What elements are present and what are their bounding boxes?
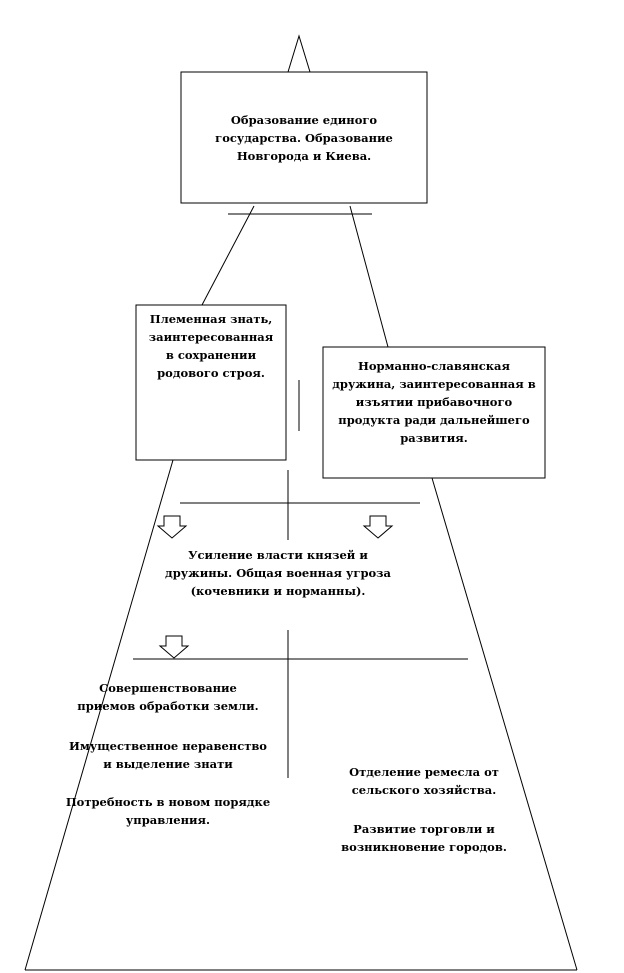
- top-box-text: Образование единого государства. Образов…: [215, 112, 393, 163]
- down-arrow-icon: [362, 515, 394, 539]
- right-bottom-item: Отделение ремесла от сельского хозяйства…: [349, 765, 499, 797]
- pyramid-left-edge-lower: [24, 459, 174, 971]
- pyramid-right-edge-upper: [349, 205, 389, 348]
- right-box-text: Норманно-славянская дружина, заинтересов…: [332, 359, 536, 445]
- right-box-frame: [322, 346, 546, 479]
- top-box-frame: [180, 71, 428, 204]
- down-arrow-icon: [158, 635, 190, 659]
- left-box-frame: [135, 304, 287, 461]
- left-bottom-item: Совершенствование приемов обработки земл…: [77, 681, 259, 713]
- left-bottom-item: Имущественное неравенство и выделение зн…: [69, 739, 267, 771]
- pyramid-right-edge-lower: [431, 477, 578, 971]
- middle-text: Усиление власти князей и дружины. Общая …: [165, 548, 391, 598]
- right-bottom-item: Развитие торговли и возникновение городо…: [341, 822, 507, 854]
- left-box-text: Племенная знать, заинтересованная в сохр…: [148, 312, 274, 380]
- pyramid-left-edge-upper: [201, 205, 255, 306]
- down-arrow-icon: [156, 515, 188, 539]
- left-bottom-item: Потребность в новом порядке управления.: [65, 795, 271, 827]
- pyramid-apex: [287, 34, 311, 73]
